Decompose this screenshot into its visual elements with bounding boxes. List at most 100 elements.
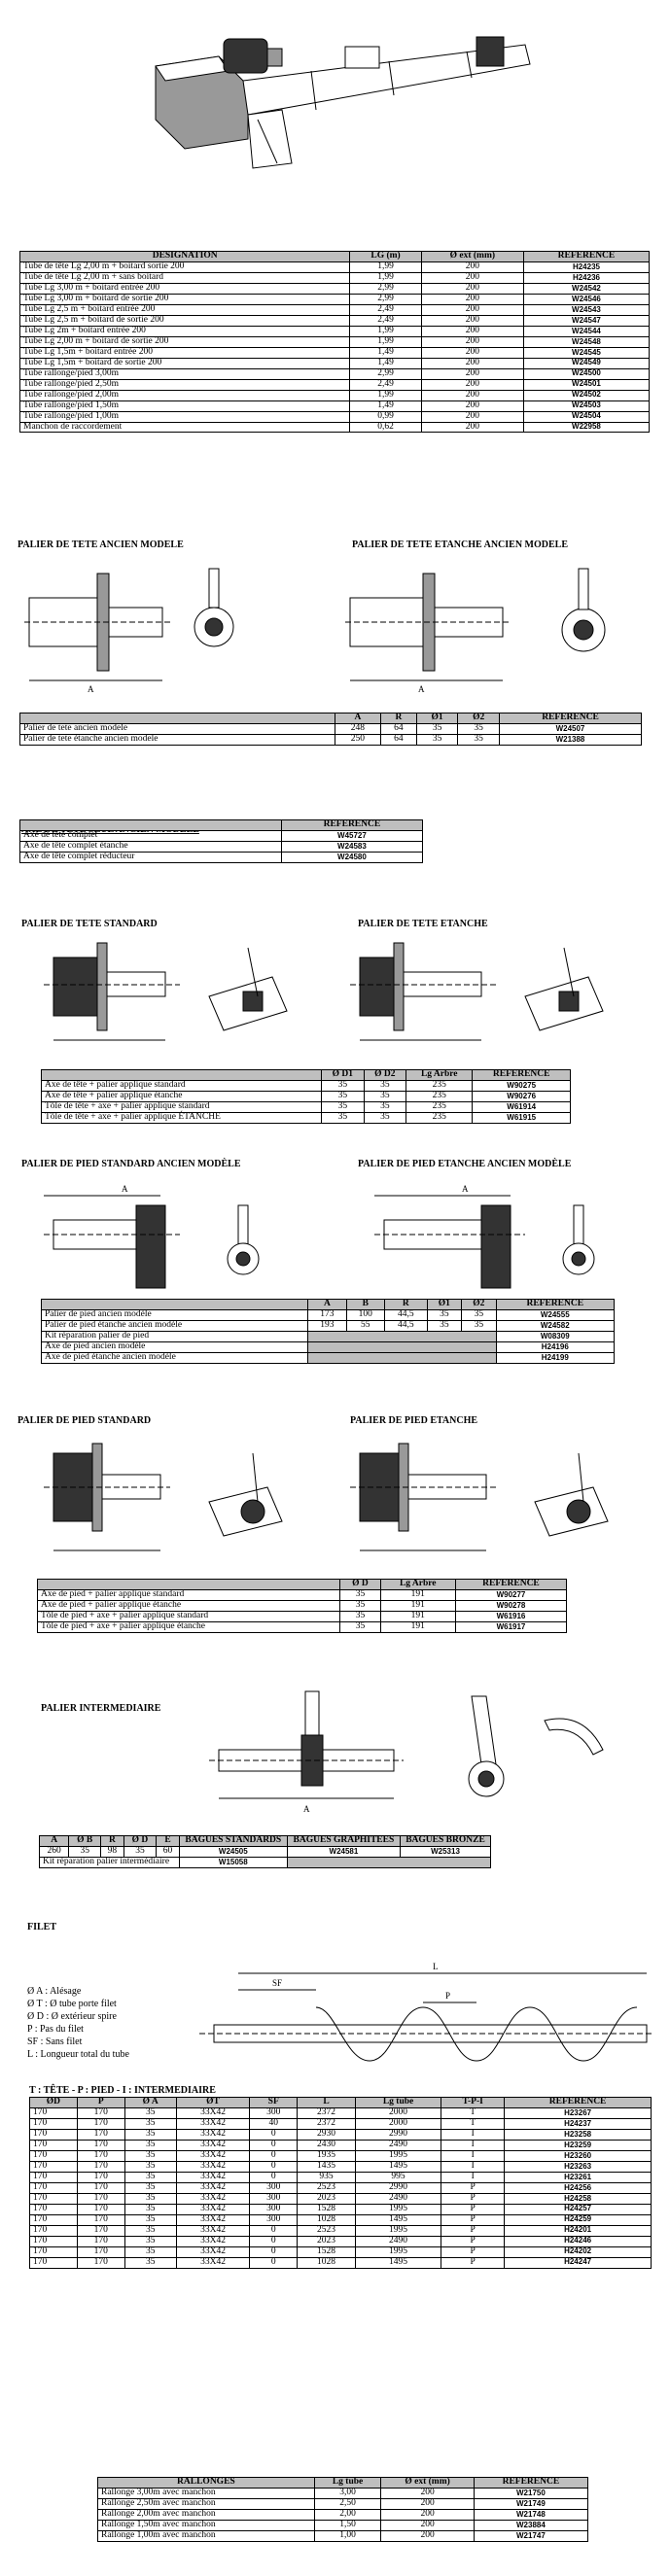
table-cell: P	[441, 2224, 506, 2237]
table-row: Tôle de pied + axe + palier applique sta…	[36, 1610, 568, 1622]
table-cell: 33X42	[175, 2149, 251, 2162]
table-cell: 300	[249, 2106, 299, 2119]
palier-tete-ancien-drawing: A	[24, 564, 248, 694]
table-cell: H23267	[504, 2106, 652, 2119]
row-label-cell: Tube Lg 2,5 m + boitard entrée 200	[18, 303, 351, 316]
row-label-cell: Rallonge 1,00m avec manchon	[97, 2529, 315, 2542]
column-header: R	[100, 1835, 124, 1847]
section-title-palier-tete-ancien: PALIER DE TETE ANCIEN MODELE	[18, 540, 184, 550]
table-cell: W90275	[472, 1079, 571, 1092]
table-cell: P	[441, 2203, 506, 2215]
table-cell: H23258	[504, 2128, 652, 2141]
table-cell: 300	[249, 2192, 299, 2205]
table-cell: 35	[123, 2139, 177, 2151]
table-cell: 250	[334, 733, 382, 746]
table-cell: 0	[249, 2128, 299, 2141]
table-cell: 35	[123, 2203, 177, 2215]
table-cell: W24502	[522, 389, 651, 401]
table-cell: 0,99	[349, 410, 422, 423]
table-cell: P	[441, 2213, 506, 2226]
palier-tete-etanche-ancien-drawing: A	[345, 564, 617, 694]
row-label-cell: Palier de pied étanche ancien modèle	[40, 1319, 309, 1332]
legend-item: Ø T : Ø tube porte filet	[27, 1999, 117, 2009]
table-cell: 0	[249, 2160, 299, 2173]
table-cell: 1,99	[349, 325, 422, 337]
row-label-cell: Tube de tête Lg 2,00 m + boitard sortie …	[18, 261, 351, 273]
table-cell: 35	[123, 2213, 177, 2226]
table-cell: W24555	[495, 1308, 616, 1321]
table-cell: 35	[123, 2160, 177, 2173]
table-cell: 33X42	[175, 2192, 251, 2205]
table-cell: 200	[420, 421, 524, 434]
table-cell: W90277	[454, 1588, 568, 1601]
table-cell: 1495	[354, 2213, 442, 2226]
table-cell: W21749	[473, 2497, 589, 2510]
table-cell: 170	[76, 2181, 125, 2194]
table-cell: 0	[249, 2245, 299, 2258]
column-header	[19, 819, 282, 831]
table-cell: 35	[321, 1079, 365, 1092]
table-cell: 35	[339, 1620, 381, 1633]
table-cell: 2000	[354, 2106, 442, 2119]
row-label-cell: Palier de pied ancien modèle	[40, 1308, 309, 1321]
table-cell: 33X42	[175, 2235, 251, 2247]
table-cell: 1028	[297, 2213, 356, 2226]
table-cell: 64	[380, 722, 417, 735]
row-label-cell: Tôle de tête + axe + palier applique sta…	[40, 1100, 323, 1113]
column-header: ØD	[29, 2097, 78, 2108]
table-cell: 35	[123, 2149, 177, 2162]
row-label-cell: Axe de tête complet	[19, 829, 282, 842]
column-header	[19, 713, 335, 724]
row-label-cell: 170	[29, 2171, 78, 2183]
row-label-cell: Kit réparation palier intermédiaire	[39, 1856, 180, 1868]
row-label-cell: Axe de pied + palier applique standard	[36, 1588, 341, 1601]
table-cell: 35	[68, 1845, 102, 1858]
table-cell: H24199	[495, 1351, 616, 1364]
dim-label-a: A	[88, 684, 94, 694]
table-cell: 1995	[354, 2149, 442, 2162]
table-cell: 200	[420, 293, 524, 305]
row-label-cell: Tube Lg 2m + boitard entrée 200	[18, 325, 351, 337]
table-cell: 0,62	[349, 421, 422, 434]
table-cell: 35	[415, 722, 459, 735]
table-cell: 200	[420, 303, 524, 316]
row-label-cell: Tube rallonge/pied 3,00m	[18, 367, 351, 380]
table-cell: 200	[420, 357, 524, 369]
dim-label-a: A	[303, 1804, 310, 1814]
table-cell: 44,5	[383, 1319, 428, 1332]
row-label-cell: Kit réparation palier de pied	[40, 1330, 309, 1342]
filet-screw-drawing: L SF P	[199, 1962, 656, 2085]
table-cell: 1495	[354, 2256, 442, 2269]
table-cell: 35	[415, 733, 459, 746]
column-header: REFERENCE	[522, 251, 651, 262]
table-cell: 35	[363, 1090, 407, 1102]
table-cell: 1995	[354, 2245, 442, 2258]
column-header: Ø1	[415, 713, 459, 724]
table-cell: 170	[76, 2213, 125, 2226]
empty-cell	[307, 1330, 497, 1342]
table-cell: 200	[420, 410, 524, 423]
table-cell: 235	[406, 1090, 474, 1102]
column-header: R	[380, 713, 417, 724]
column-header: REFERENCE	[454, 1579, 568, 1590]
table-cell: W15058	[178, 1856, 288, 1868]
